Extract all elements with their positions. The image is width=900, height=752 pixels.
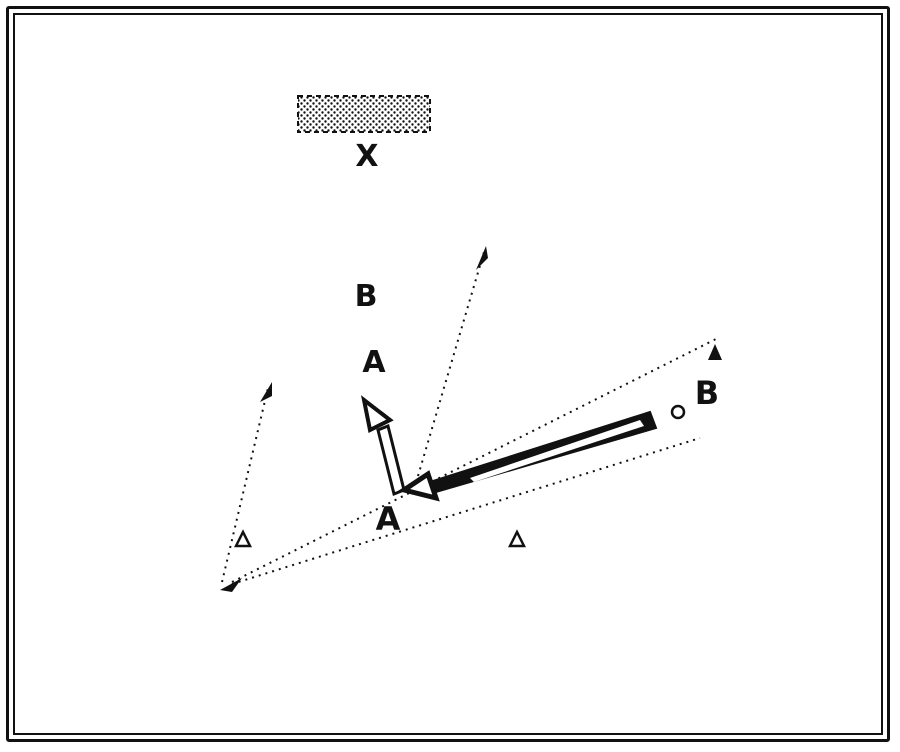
marker-top-left [260, 382, 272, 402]
legend-swatch [297, 95, 431, 133]
dotted-base-line [231, 437, 701, 585]
dotted-axis-right [231, 337, 719, 583]
arrow-origin-head [397, 470, 440, 502]
triangle-left [233, 529, 253, 548]
origin-point [670, 404, 686, 420]
arrow-long-shaft [428, 410, 658, 494]
triangle-bottom [507, 529, 527, 548]
label-a-lower: A [376, 500, 401, 538]
small-triangles [233, 529, 527, 548]
arrow-vertical-shaft [376, 423, 406, 497]
legend: X [297, 95, 431, 174]
label-b-upper: B [355, 279, 378, 314]
marker-top-middle [476, 246, 488, 270]
dotted-axis-left [221, 387, 269, 583]
markers [220, 246, 722, 592]
arrow-vertical-head [360, 395, 394, 433]
arrows [360, 395, 686, 502]
dotted-axis-middle [417, 251, 485, 477]
arrow-long-highlight [470, 420, 644, 482]
marker-bottom-left [220, 578, 242, 592]
inner-frame [13, 13, 883, 735]
marker-top-right [708, 344, 722, 360]
label-a-upper: A [362, 345, 386, 380]
legend-label: X [355, 139, 378, 174]
construction-lines [221, 251, 719, 585]
outer-frame [6, 6, 890, 742]
label-b-right: B [695, 374, 719, 412]
point-labels: B A A B [355, 279, 720, 538]
